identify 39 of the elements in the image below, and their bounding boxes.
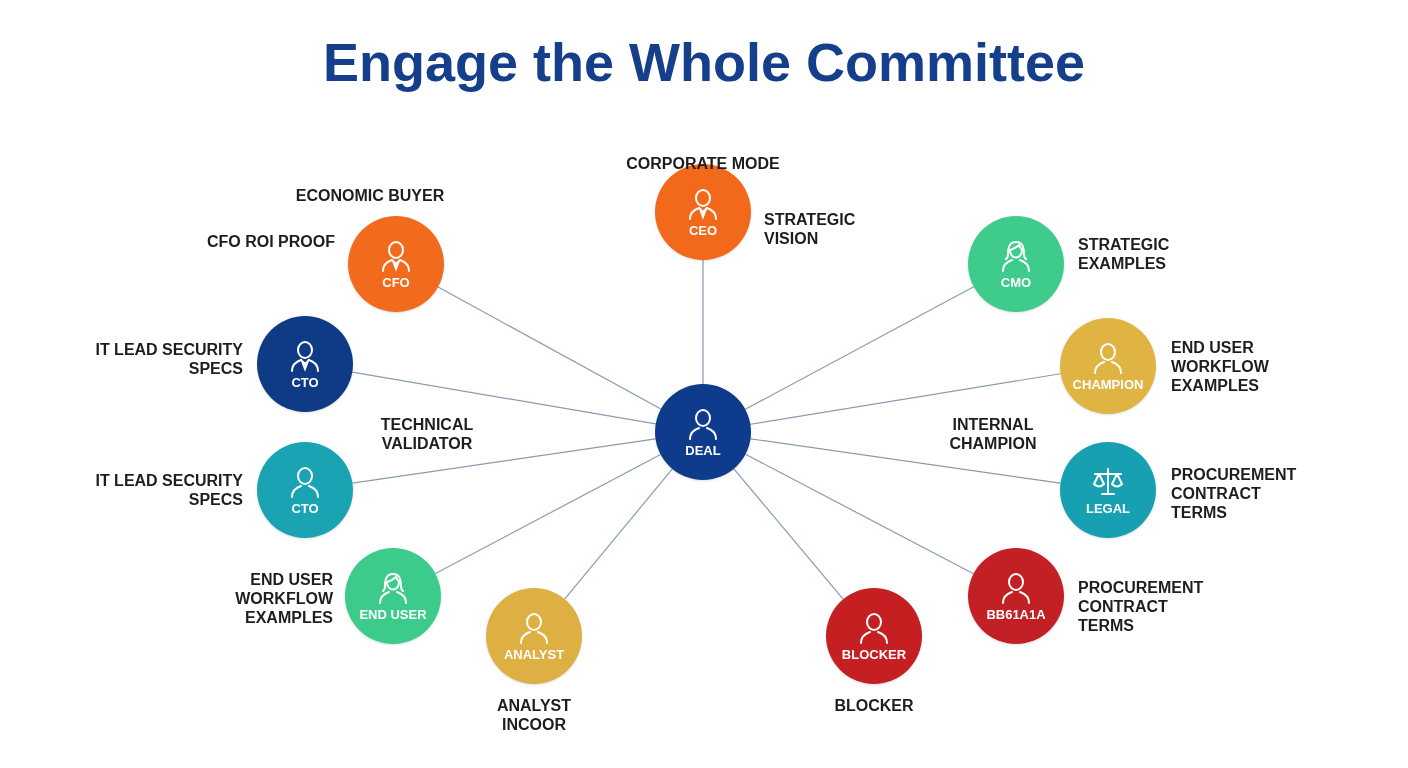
connector-line bbox=[564, 468, 673, 600]
group-label: ECONOMIC BUYER bbox=[294, 186, 446, 205]
role-label: CHAMPION bbox=[1072, 377, 1144, 391]
connector-line bbox=[351, 371, 657, 425]
role-label: END USER bbox=[359, 607, 427, 621]
role-description: IT LEAD SECURITY SPECS bbox=[94, 340, 243, 378]
role-label: CTO bbox=[291, 375, 319, 389]
connector-line bbox=[702, 259, 704, 385]
role-label: CEO bbox=[688, 223, 718, 237]
title: Engage the Whole Committee bbox=[321, 31, 1087, 94]
role-description: PROCUREMENT CONTRACT TERMS bbox=[1171, 465, 1298, 522]
role-label: BB61A1A bbox=[986, 607, 1046, 621]
connector-line bbox=[437, 286, 662, 410]
role-label: LEGAL bbox=[1085, 501, 1131, 515]
role-description: IT LEAD SECURITY SPECS bbox=[94, 471, 243, 509]
role-description: CFO ROI PROOF bbox=[206, 232, 335, 251]
role-description: STRATEGIC EXAMPLES bbox=[1078, 235, 1171, 273]
connector-line bbox=[749, 373, 1062, 425]
role-description: PROCUREMENT CONTRACT TERMS bbox=[1078, 578, 1205, 635]
role-label: CFO bbox=[382, 275, 410, 289]
role-label: BLOCKER bbox=[841, 647, 907, 661]
group-label: INTERNAL CHAMPION bbox=[948, 415, 1038, 453]
role-description: END USER WORKFLOW EXAMPLES bbox=[234, 570, 333, 627]
role-description: STRATEGIC VISION bbox=[764, 210, 857, 248]
role-label: DEAL bbox=[685, 443, 721, 457]
connector-line bbox=[351, 438, 657, 484]
role-description: BLOCKER bbox=[833, 696, 915, 715]
group-label: TECHNICAL VALIDATOR bbox=[379, 415, 475, 453]
connector-line bbox=[744, 453, 975, 575]
role-label: CMO bbox=[1000, 275, 1032, 289]
connector-line bbox=[749, 438, 1062, 484]
connector-line bbox=[434, 453, 662, 575]
role-description: ANALYST INCOOR bbox=[495, 696, 573, 734]
role-description: END USER WORKFLOW EXAMPLES bbox=[1171, 338, 1270, 395]
connector-line bbox=[733, 468, 844, 600]
connector-line bbox=[744, 286, 975, 410]
role-label: ANALYST bbox=[503, 647, 565, 661]
role-label: CTO bbox=[291, 501, 319, 515]
group-label: CORPORATE MODE bbox=[625, 154, 781, 173]
